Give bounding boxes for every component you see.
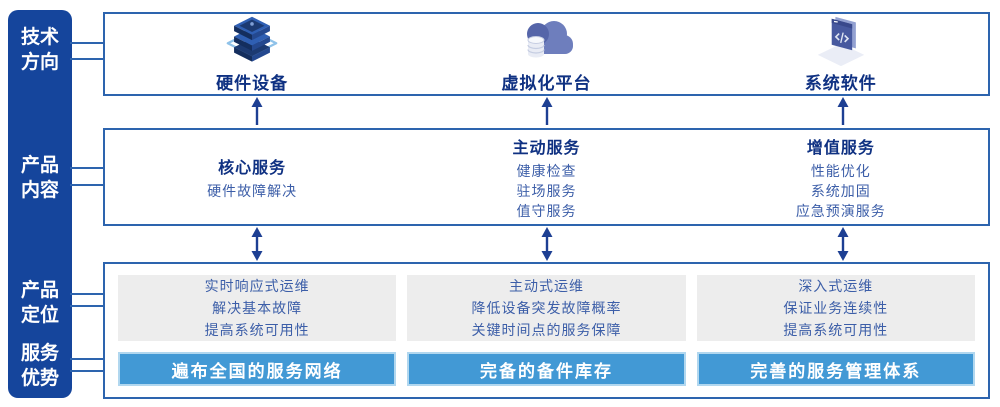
sidebar-label-text: 方向 bbox=[20, 52, 59, 73]
connector-line bbox=[70, 370, 104, 372]
sidebar-label-text: 服务 bbox=[20, 343, 59, 364]
content-title: 核心服务 bbox=[218, 159, 287, 177]
cloud-database-icon bbox=[527, 20, 574, 57]
connector-line bbox=[70, 358, 104, 360]
positioning-line: 实时响应式运维 bbox=[204, 278, 310, 295]
software-window-icon bbox=[817, 16, 865, 66]
up-arrow bbox=[251, 97, 263, 125]
positioning-box: 实时响应式运维 解决基本故障 提高系统可用性 遍布全国的服务网络 主动式运维 降… bbox=[103, 262, 990, 399]
content-item: 值守服务 bbox=[516, 202, 577, 219]
tech-item-label: 虚拟化平台 bbox=[501, 73, 592, 93]
positioning-line: 保证业务连续性 bbox=[783, 300, 889, 317]
sidebar-label-text: 产品 bbox=[20, 155, 59, 176]
advantage-bar: 完备的备件库存 bbox=[407, 352, 686, 386]
positioning-col-proactive: 主动式运维 降低设备突发故障概率 关键时间点的服务保障 完备的备件库存 bbox=[407, 275, 686, 386]
positioning-col-indepth: 深入式运维 保证业务连续性 提高系统可用性 完善的服务管理体系 bbox=[696, 275, 975, 386]
content-item: 驻场服务 bbox=[516, 182, 577, 199]
positioning-panel: 深入式运维 保证业务连续性 提高系统可用性 bbox=[696, 275, 975, 342]
positioning-line: 主动式运维 bbox=[508, 278, 584, 295]
content-item: 系统加固 bbox=[810, 182, 871, 199]
connector-line bbox=[70, 42, 104, 44]
positioning-line: 提高系统可用性 bbox=[204, 322, 310, 339]
content-item: 应急预演服务 bbox=[795, 202, 886, 219]
positioning-panel: 实时响应式运维 解决基本故障 提高系统可用性 bbox=[118, 275, 397, 342]
positioning-panel: 主动式运维 降低设备突发故障概率 关键时间点的服务保障 bbox=[407, 275, 686, 342]
sidebar-label-text: 优势 bbox=[20, 368, 59, 389]
sidebar-label-product-content: 产品 内容 bbox=[8, 153, 72, 203]
positioning-line: 关键时间点的服务保障 bbox=[471, 322, 622, 339]
sidebar-label-service-advantage: 服务 优势 bbox=[8, 341, 72, 391]
up-arrow bbox=[837, 97, 849, 125]
sidebar-label-text: 产品 bbox=[20, 280, 59, 301]
positioning-line: 降低设备突发故障概率 bbox=[471, 300, 622, 317]
up-arrow bbox=[541, 97, 553, 125]
content-item: 硬件故障解决 bbox=[207, 182, 298, 199]
sidebar-label-text: 内容 bbox=[20, 180, 59, 201]
positioning-col-realtime: 实时响应式运维 解决基本故障 提高系统可用性 遍布全国的服务网络 bbox=[118, 275, 397, 386]
tech-item-virtualization: 虚拟化平台 bbox=[399, 14, 693, 94]
double-arrow bbox=[541, 227, 553, 261]
connector-line bbox=[70, 58, 104, 60]
sidebar-label-product-positioning: 产品 定位 bbox=[8, 278, 72, 328]
server-stack-icon bbox=[226, 16, 278, 62]
tech-item-label: 硬件设备 bbox=[216, 73, 289, 93]
row-labels-sidebar: 技术 方向 产品 内容 产品 定位 服务 优势 bbox=[8, 10, 72, 398]
tech-item-label: 系统软件 bbox=[804, 73, 877, 93]
content-col-core-service: 核心服务 硬件故障解决 bbox=[105, 130, 399, 224]
content-title: 增值服务 bbox=[806, 139, 875, 157]
product-content-box: 核心服务 硬件故障解决 主动服务 健康检查 驻场服务 值守服务 增值服务 性能优… bbox=[103, 128, 990, 226]
advantage-bar: 完善的服务管理体系 bbox=[696, 352, 975, 386]
content-item: 健康检查 bbox=[516, 162, 577, 179]
content-item: 性能优化 bbox=[810, 162, 871, 179]
positioning-line: 深入式运维 bbox=[798, 278, 874, 295]
content-col-active-service: 主动服务 健康检查 驻场服务 值守服务 bbox=[399, 130, 693, 224]
connector-line bbox=[70, 293, 104, 295]
double-arrow bbox=[837, 227, 849, 261]
content-title: 主动服务 bbox=[512, 139, 581, 157]
advantage-bar: 遍布全国的服务网络 bbox=[118, 352, 397, 386]
sidebar-label-text: 定位 bbox=[20, 305, 59, 326]
tech-item-system-software: 系统软件 bbox=[694, 14, 988, 94]
connector-line bbox=[70, 305, 104, 307]
positioning-line: 提高系统可用性 bbox=[783, 322, 889, 339]
sidebar-label-tech-direction: 技术 方向 bbox=[8, 25, 72, 75]
double-arrow bbox=[251, 227, 263, 261]
sidebar-label-text: 技术 bbox=[20, 27, 59, 48]
positioning-line: 解决基本故障 bbox=[212, 300, 303, 317]
connector-line bbox=[70, 184, 104, 186]
tech-item-hardware: 硬件设备 bbox=[105, 14, 399, 94]
tech-direction-box: 硬件设备 虚拟化平台 bbox=[103, 12, 990, 96]
connector-line bbox=[70, 167, 104, 169]
content-col-value-added-service: 增值服务 性能优化 系统加固 应急预演服务 bbox=[694, 130, 988, 224]
